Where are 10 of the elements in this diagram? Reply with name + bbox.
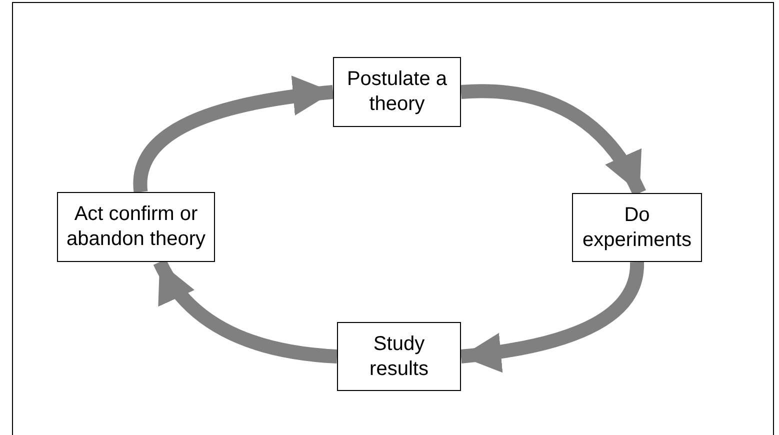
box-label: Do experiments [582,202,692,252]
box-label: Study results [368,332,430,382]
process-box [333,57,461,127]
box-label: Postulate a theory [346,67,448,117]
box-label: Act confirm or abandon theory [65,202,206,252]
curved-arrow [133,76,334,192]
process-box [572,193,702,262]
process-box [57,192,215,262]
process-box [337,322,461,391]
curved-arrow [460,262,644,372]
